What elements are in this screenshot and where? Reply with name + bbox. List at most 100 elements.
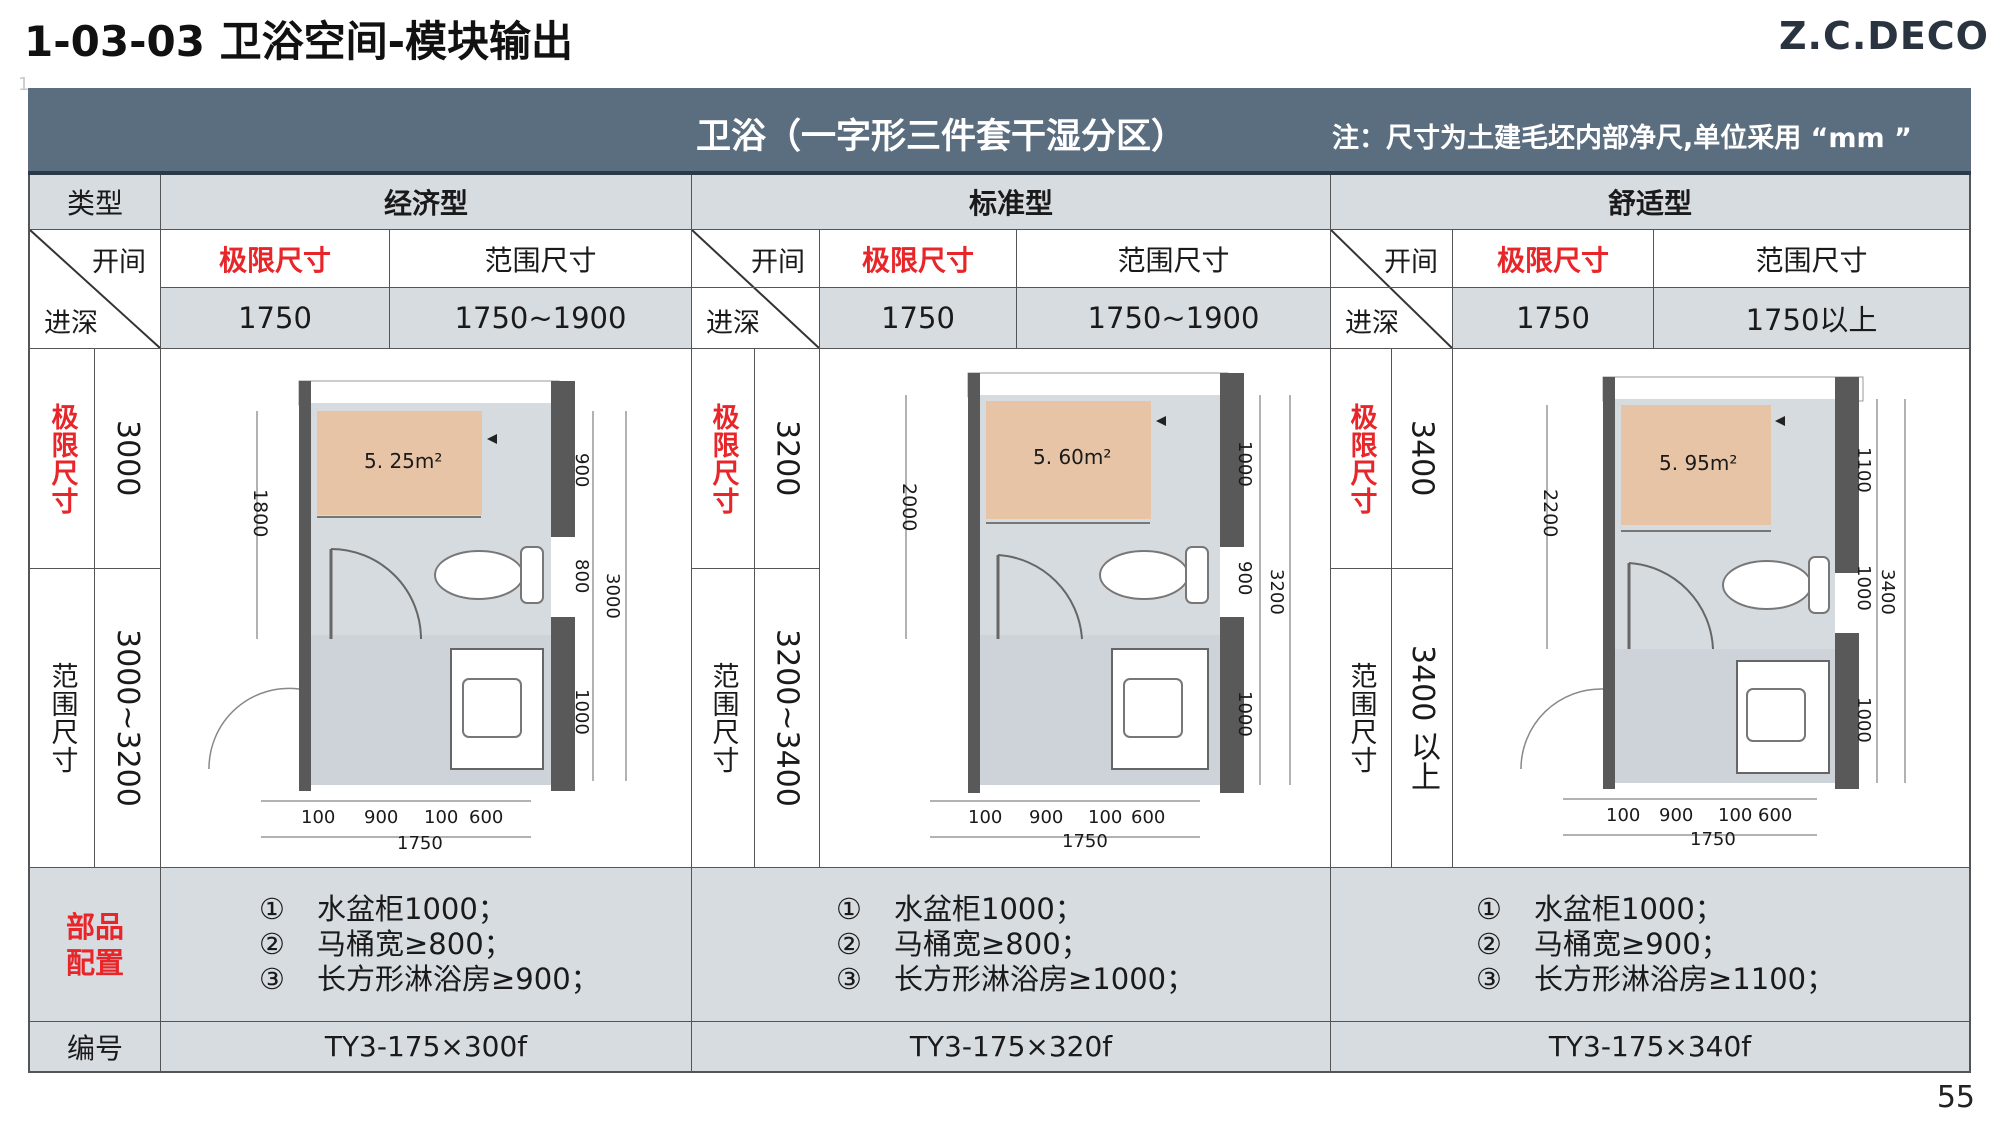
type-label: 类型 [30, 175, 160, 229]
diagonal-line [1331, 230, 1452, 348]
floor-plan-drawing [905, 372, 1291, 838]
range-width-comfort: 1750以上 [1654, 288, 1969, 348]
plan-bottom-dim-2: 900 [1659, 805, 1694, 826]
jinshen-label: 进深 [706, 308, 760, 339]
parts-label: 部品配置 [30, 868, 160, 1021]
col-header-comfort: 舒适型 [1331, 175, 1969, 229]
limit-side-label: 极限尺寸 [707, 402, 739, 515]
plan-left-dim: 2200 [1539, 489, 1561, 538]
limit-side-label: 极限尺寸 [46, 402, 78, 515]
grid-line [28, 1021, 1971, 1022]
plan-right-dim-3: 1000 [1853, 697, 1874, 743]
plan-right-dim-1: 1100 [1853, 447, 1874, 493]
kaijian-label: 开间 [751, 247, 805, 278]
limit-header-comfort: 极限尺寸 [1496, 243, 1609, 277]
plan-bottom-dim-4: 600 [1758, 805, 1793, 826]
brand-logo: Z.C.DECO [1778, 14, 1989, 58]
plan-right-dim-1: 1000 [1234, 441, 1255, 487]
plan-bottom-dim-4: 600 [1131, 807, 1166, 828]
plan-right-dim-3: 1000 [571, 689, 592, 735]
plan-right-dim-2: 800 [571, 559, 592, 594]
area-label: 5. 25m² [364, 449, 443, 473]
plan-right-dim-2: 1000 [1853, 565, 1874, 611]
grid-line [819, 229, 820, 867]
limit-depth-economy: 3000 [110, 420, 145, 497]
table-banner: 卫浴（一字形三件套干湿分区） 注：尺寸为土建毛坯内部净尺,单位采用 “mm ” [28, 88, 1971, 171]
plan-bottom-total: 1750 [1062, 831, 1108, 852]
limit-width-comfort: 1750 [1453, 288, 1653, 348]
grid-line [28, 229, 1971, 230]
jinshen-label: 进深 [44, 308, 98, 339]
plan-bottom-dim-3: 100 [1088, 807, 1123, 828]
floor-plan-standard: 5. 60m² 2000 1000 900 1000 3200 100 900 … [820, 349, 1330, 867]
kaijian-label: 开间 [1384, 247, 1438, 278]
floor-plan-drawing [208, 380, 627, 838]
plan-bottom-total: 1750 [1690, 829, 1736, 850]
kaijian-label: 开间 [92, 247, 146, 278]
page-number: 55 [1936, 1080, 1975, 1115]
jinshen-label: 进深 [1345, 308, 1399, 339]
grid-line [389, 229, 390, 348]
plan-total-dim: 3000 [602, 573, 623, 619]
range-width-economy: 1750~1900 [390, 288, 691, 348]
area-label: 5. 60m² [1033, 445, 1112, 469]
page-title: 1-03-03 卫浴空间-模块输出 [24, 17, 574, 66]
spec-table [28, 175, 1971, 1073]
plan-total-dim: 3200 [1266, 569, 1287, 615]
plan-right-dim-1: 900 [571, 453, 592, 488]
grid-line [28, 348, 1971, 349]
range-depth-economy: 3000~3200 [110, 629, 145, 807]
code-comfort: TY3-175×340f [1331, 1022, 1969, 1071]
grid-line [1016, 229, 1017, 348]
limit-depth-comfort: 3400 [1404, 420, 1440, 497]
col-header-standard: 标准型 [692, 175, 1330, 229]
range-depth-comfort: 3400 以上 [1405, 645, 1440, 791]
plan-left-dim: 2000 [898, 483, 920, 532]
limit-depth-standard: 3200 [769, 420, 805, 497]
diag-header-standard: 开间 进深 [692, 230, 819, 348]
col-header-economy: 经济型 [161, 175, 691, 229]
range-width-standard: 1750~1900 [1017, 288, 1330, 348]
floor-plan-economy: 5. 25m² 1800 900 800 1000 3000 100 900 1… [161, 349, 691, 867]
range-header-comfort: 范围尺寸 [1755, 243, 1868, 277]
floor-plan-drawing [1520, 376, 1906, 836]
limit-header-standard: 极限尺寸 [861, 243, 974, 277]
grid-line [692, 568, 819, 569]
plan-bottom-dim-3: 100 [424, 807, 459, 828]
plan-bottom-dim-1: 100 [968, 807, 1003, 828]
limit-header-economy: 极限尺寸 [218, 243, 331, 277]
plan-right-dim-3: 1000 [1234, 691, 1255, 737]
limit-side-label: 极限尺寸 [1345, 402, 1377, 515]
banner-rule [28, 171, 1971, 175]
plan-bottom-dim-2: 900 [1029, 807, 1064, 828]
grid-line [1452, 229, 1453, 867]
plan-bottom-dim-4: 600 [469, 807, 504, 828]
plan-left-dim: 1800 [249, 489, 271, 538]
grid-line [1330, 175, 1331, 1071]
limit-width-standard: 1750 [820, 288, 1016, 348]
grid-line [160, 175, 161, 1071]
range-side-label: 范围尺寸 [1345, 662, 1377, 774]
plan-bottom-dim-1: 100 [301, 807, 336, 828]
plan-bottom-total: 1750 [397, 833, 443, 854]
diag-header-comfort: 开间 进深 [1331, 230, 1452, 348]
grid-line [691, 175, 692, 1071]
grid-line [28, 867, 1971, 868]
plan-bottom-dim-2: 900 [364, 807, 399, 828]
plan-total-dim: 3400 [1877, 569, 1898, 615]
banner-title: 卫浴（一字形三件套干湿分区） [696, 117, 1187, 157]
range-side-label: 范围尺寸 [46, 662, 78, 774]
plan-right-dim-2: 900 [1234, 561, 1255, 596]
